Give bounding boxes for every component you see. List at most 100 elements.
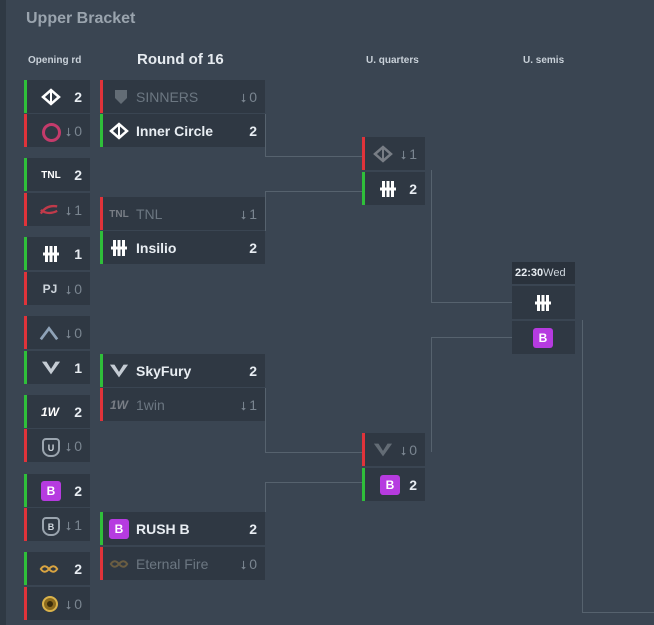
opening-match-3-top[interactable]: 1 (24, 237, 90, 270)
team-name: 1win (136, 397, 165, 413)
r16-match-4-top[interactable]: B RUSH B 2 (100, 512, 265, 545)
down-arrow-icon: ⭣ (400, 148, 407, 162)
match-time: 22:30Wed (512, 262, 575, 284)
connector (431, 302, 512, 303)
down-arrow-icon: ⭣ (240, 558, 247, 572)
connector (431, 337, 512, 338)
team-name: SkyFury (136, 363, 192, 379)
1win-logo: 1W (41, 405, 59, 419)
qf-match-2-bottom[interactable]: B 2 (362, 468, 425, 501)
team-name: TNL (136, 206, 163, 222)
opening-match-5-bottom[interactable]: U ⭣0 (24, 429, 90, 462)
opening-match-2-top[interactable]: TNL 2 (24, 158, 90, 191)
opening-score: 0 (74, 325, 82, 341)
column-header-semis: U. semis (523, 55, 565, 66)
team-score: 2 (249, 521, 257, 537)
team-score: 2 (249, 123, 257, 139)
down-arrow-icon: ⭣ (65, 283, 72, 297)
team-score: 1 (249, 397, 257, 413)
team-score: 2 (249, 363, 257, 379)
connector (265, 482, 266, 512)
qf-match-2-top[interactable]: ⭣0 (362, 433, 425, 466)
sf-match-top[interactable] (512, 286, 575, 319)
r16-match-1-bottom[interactable]: Inner Circle 2 (100, 114, 265, 147)
opening-match-1-top[interactable]: 2 (24, 80, 90, 113)
down-arrow-icon: ⭣ (65, 204, 72, 218)
opening-score: 1 (74, 360, 82, 376)
opening-score: 0 (74, 281, 82, 297)
down-arrow-icon: ⭣ (65, 327, 72, 341)
opening-score: 2 (74, 483, 82, 499)
match-day: Wed (543, 267, 566, 279)
tnl-logo: TNL (41, 169, 61, 181)
column-header-round-of-16: Round of 16 (137, 51, 224, 68)
opening-score: 0 (74, 438, 82, 454)
eternal-fire-logo (109, 554, 129, 574)
rushb-logo: B (109, 519, 129, 539)
opening-match-2-bottom[interactable]: ⭣1 (24, 193, 90, 226)
u-shield-logo: U (42, 438, 60, 457)
r16-match-4-bottom[interactable]: Eternal Fire ⭣0 (100, 547, 265, 580)
inner-circle-logo (373, 144, 393, 164)
down-arrow-icon: ⭣ (240, 399, 247, 413)
opening-match-1-bottom[interactable]: ⭣0 (24, 114, 90, 147)
r16-match-1-top[interactable]: SINNERS ⭣0 (100, 80, 265, 113)
sf-match-bottom[interactable]: B (512, 321, 575, 354)
skyfury-logo (373, 440, 393, 460)
insilio-logo (109, 238, 129, 258)
column-header-opening: Opening rd (28, 55, 82, 66)
down-arrow-icon: ⭣ (65, 440, 72, 454)
team-name: Eternal Fire (136, 556, 209, 572)
opening-score: 1 (74, 517, 82, 533)
connector (431, 170, 432, 303)
red-ring-logo (42, 123, 61, 142)
opening-score: 2 (74, 167, 82, 183)
rushb-logo: B (533, 328, 553, 348)
opening-score: 0 (74, 123, 82, 139)
qf-score: 1 (409, 146, 417, 162)
opening-score: 0 (74, 596, 82, 612)
connector (265, 191, 362, 192)
qf-score: 0 (409, 442, 417, 458)
red-swirl-logo (39, 200, 59, 220)
skyfury-logo (109, 361, 129, 381)
team-name: Insilio (136, 240, 177, 256)
connector (265, 114, 266, 157)
connector (431, 337, 432, 452)
insilio-logo (41, 244, 61, 264)
skyfury-logo (41, 358, 61, 378)
pj-logo: PJ (42, 282, 58, 296)
qf-match-1-bottom[interactable]: 2 (362, 172, 425, 205)
insilio-logo (533, 293, 553, 313)
connector (265, 156, 362, 157)
gold-crest-logo (40, 594, 60, 614)
opening-match-3-bottom[interactable]: PJ ⭣0 (24, 272, 90, 305)
opening-match-4-bottom[interactable]: 1 (24, 351, 90, 384)
team-score: 2 (249, 240, 257, 256)
connector (265, 388, 266, 453)
opening-match-7-bottom[interactable]: ⭣0 (24, 587, 90, 620)
opening-match-7-top[interactable]: 2 (24, 552, 90, 585)
opening-score: 2 (74, 404, 82, 420)
down-arrow-icon: ⭣ (65, 519, 72, 533)
qf-score: 2 (409, 181, 417, 197)
down-arrow-icon: ⭣ (400, 444, 407, 458)
down-arrow-icon: ⭣ (240, 91, 247, 105)
r16-match-2-bottom[interactable]: Insilio 2 (100, 231, 265, 264)
opening-match-5-top[interactable]: 1W 2 (24, 395, 90, 428)
team-name: Inner Circle (136, 123, 214, 139)
opening-match-6-bottom[interactable]: B ⭣1 (24, 508, 90, 541)
qf-match-1-top[interactable]: ⭣1 (362, 137, 425, 170)
connector (265, 191, 266, 231)
r16-match-3-top[interactable]: SkyFury 2 (100, 354, 265, 387)
opening-match-4-top[interactable]: ⭣0 (24, 316, 90, 349)
opening-match-6-top[interactable]: B 2 (24, 474, 90, 507)
team-score: 0 (249, 89, 257, 105)
sinners-logo (111, 87, 131, 107)
r16-match-2-top[interactable]: TNL TNL ⭣1 (100, 197, 265, 230)
connector (582, 612, 654, 613)
down-arrow-icon: ⭣ (65, 125, 72, 139)
opening-score: 2 (74, 89, 82, 105)
connector (265, 452, 362, 453)
r16-match-3-bottom[interactable]: 1W 1win ⭣1 (100, 388, 265, 421)
